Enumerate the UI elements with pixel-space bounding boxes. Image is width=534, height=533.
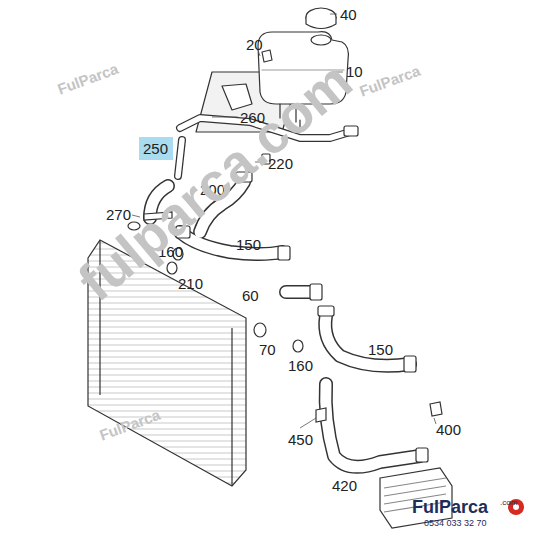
- callout-number: 210: [178, 276, 203, 291]
- watermark: FulParca: [55, 61, 120, 97]
- callout-number: 40: [340, 7, 357, 22]
- callout-number: 10: [346, 64, 363, 79]
- callout-number: 250: [143, 141, 169, 156]
- callout-number: 400: [436, 422, 461, 437]
- logo-text: .com: [500, 499, 517, 507]
- callout-number: 150: [368, 342, 393, 357]
- callout-number: 20: [246, 37, 263, 52]
- callout-number: 70: [259, 342, 276, 357]
- callout-number: 450: [288, 432, 313, 447]
- logo-text: FulParca: [412, 498, 488, 516]
- watermark: FulParca: [357, 63, 422, 99]
- logo-text: 0534 033 32 70: [424, 519, 487, 528]
- callout-number: 160: [288, 358, 313, 373]
- callout-number: 420: [332, 478, 357, 493]
- callout-number: 150: [236, 237, 261, 252]
- callout-number: 60: [242, 288, 259, 303]
- highlight-box: 250: [139, 137, 173, 160]
